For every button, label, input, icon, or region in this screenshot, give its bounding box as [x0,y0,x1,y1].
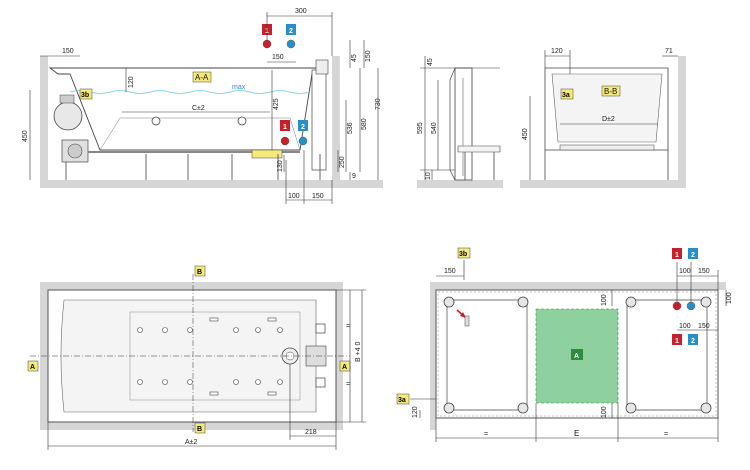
dim-150-b: 150 [312,193,324,200]
marker-a-left: A [30,364,35,371]
section-aa-label: A-A [195,73,209,82]
dim-300: 300 [295,8,307,15]
floor-dim-150-c: 150 [698,323,710,330]
marker-1-lower: 1 [283,124,287,131]
bb-dim-450: 450 [522,128,529,140]
max-label: max [232,84,246,91]
floor-dim-150-b: 150 [698,268,710,275]
plan-dim-b: B +4 0 [355,341,362,362]
dim-536: 536 [347,122,354,134]
dim-45: 45 [351,54,358,62]
dim-580: 580 [361,118,368,130]
floor [40,180,383,188]
side-dim-540: 540 [431,122,438,134]
plan-view: B B A A 218 A±2 B +4 0 = = [27,265,366,450]
left-wall [40,56,48,186]
floor-dim-100-a: 100 [679,268,691,275]
marker-b-top: B [197,269,202,276]
floor-marker-2-top: 2 [691,252,695,259]
plan-eq-1: = [346,323,350,330]
section-bb-label: B-B [604,87,617,96]
bb-dim-71: 71 [665,48,673,55]
drain-valve [464,315,470,327]
floor-marker-1-bottom: 1 [675,338,679,345]
plan-eq-2: = [346,381,350,388]
dim-120: 120 [128,76,135,88]
floor-dim-e: E [574,429,579,438]
section-aa-view: max A-A 3b 1 2 [22,8,383,204]
frame-plan-view: A 1 2 1 2 3b 3a [396,247,733,442]
marker-a-right: A [342,364,347,371]
floor-dim-100-v: 100 [601,294,608,306]
dim-450: 450 [22,130,29,142]
floor-marker-3b: 3b [459,251,467,258]
floor-dim-100-c: 100 [679,323,691,330]
section-bb-view: B-B 3a 120 71 450 D±2 [520,48,686,188]
jet [237,116,247,126]
floor-dim-150-top: 150 [444,268,456,275]
marker-3b: 3b [81,92,89,99]
side-dim-45: 45 [427,58,434,66]
marker-2: 2 [289,28,293,35]
side-view: 45 595 540 10 [417,56,503,188]
plan-dim-218: 218 [305,429,317,436]
water-line [69,90,311,94]
dim-730: 730 [375,98,382,110]
bb-dim-120: 120 [551,48,563,55]
marker-3a: 3a [562,92,570,99]
floor-dim-100-r: 100 [726,292,733,304]
plan-jets [137,317,283,396]
jet [151,116,161,126]
marker-2-lower: 2 [301,124,305,131]
dim-425: 425 [273,98,280,110]
marker-a-zone: A [574,353,579,360]
dim-250: 250 [339,156,346,168]
dim-c: C±2 [192,105,205,112]
marker-b-bottom: B [197,426,202,433]
dim-130: 130 [277,160,284,172]
bb-dim-d: D±2 [602,116,615,123]
floor-dim-100-bot: 100 [601,406,608,418]
dim-150-top: 150 [62,48,74,55]
side-dim-10: 10 [425,172,432,180]
dim-9: 9 [352,173,356,180]
plan-dim-a: A±2 [185,439,198,446]
frame-feet [443,296,712,414]
floor-dim-120: 120 [412,406,419,418]
drain [251,149,283,159]
right-wall [332,56,340,180]
floor-eq-left: = [484,431,488,438]
dim-150-r: 150 [365,50,372,62]
floor-eq-right: = [664,431,668,438]
dim-150-pipe: 150 [272,54,284,61]
dim-100: 100 [288,193,300,200]
pump-motor [53,101,83,131]
floor-marker-1-top: 1 [675,252,679,259]
side-dim-595: 595 [417,122,424,134]
floor-marker-3a: 3a [398,397,406,404]
tap-fitting [315,59,329,75]
floor-marker-2-bottom: 2 [691,338,695,345]
